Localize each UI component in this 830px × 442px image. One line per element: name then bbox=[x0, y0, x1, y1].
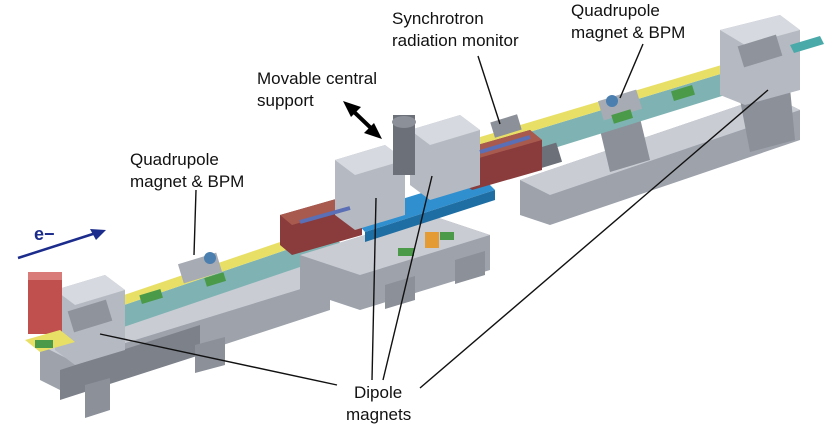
leader-quad-right bbox=[619, 43, 644, 99]
right-quad-pcb-2 bbox=[611, 109, 634, 124]
synchrotron-label-line2: radiation monitor bbox=[392, 31, 519, 50]
synchrotron-label-line1: Synchrotron bbox=[392, 9, 484, 28]
left-girder-foot bbox=[85, 378, 110, 418]
right-beam-port bbox=[790, 36, 824, 53]
central-foot-left bbox=[385, 276, 415, 309]
beam-pipe-left bbox=[299, 206, 351, 224]
left-end-block-top bbox=[55, 275, 125, 305]
central-left-housing-top bbox=[335, 145, 405, 175]
leader-lines bbox=[99, 43, 769, 389]
electron-arrow-shaft bbox=[17, 231, 97, 260]
central-base-top bbox=[300, 215, 490, 275]
left-end-detail bbox=[67, 299, 113, 333]
central-assembly bbox=[280, 115, 542, 310]
quad-left-label-line1: Quadrupole bbox=[130, 150, 219, 169]
leader-dipole-4 bbox=[419, 89, 769, 389]
central-blue-cradle-side bbox=[365, 190, 495, 242]
movable-label-line1: Movable central bbox=[257, 69, 377, 88]
right-quad-pcb bbox=[671, 85, 695, 101]
central-tower-cap bbox=[392, 116, 416, 128]
right-quad-coil bbox=[606, 95, 618, 107]
quad-left-label-line2: magnet & BPM bbox=[130, 172, 244, 191]
left-girder-base-dark bbox=[60, 325, 200, 400]
central-pcb-right bbox=[440, 232, 454, 240]
left-girder-foot-2 bbox=[195, 337, 225, 373]
right-girder-foot-2 bbox=[740, 88, 795, 152]
leader-dipole-1 bbox=[371, 197, 377, 381]
central-right-housing-top bbox=[410, 115, 480, 145]
left-red-stand bbox=[28, 272, 62, 334]
leader-quad-left bbox=[193, 189, 197, 256]
left-girder-plate bbox=[80, 235, 350, 335]
left-girder bbox=[25, 225, 350, 418]
movable-label-line2: support bbox=[257, 91, 314, 110]
central-foot-right bbox=[455, 251, 485, 284]
movable-arrow-head-up bbox=[343, 101, 361, 117]
central-orange-part bbox=[425, 232, 439, 248]
leader-synchrotron bbox=[477, 55, 501, 125]
right-girder bbox=[470, 15, 824, 225]
left-pcb bbox=[35, 340, 53, 348]
central-pcb-left bbox=[398, 248, 414, 256]
leader-dipole-3 bbox=[99, 333, 338, 386]
right-quad-body bbox=[597, 89, 643, 121]
quad-right-label-line1: Quadrupole bbox=[571, 1, 660, 20]
electron-label: e− bbox=[34, 224, 55, 244]
dipole-label-line2: magnets bbox=[346, 405, 411, 424]
dipole-label-line1: Dipole bbox=[354, 383, 402, 402]
right-end-detail bbox=[737, 34, 783, 68]
movable-support-arrow bbox=[343, 101, 382, 139]
electron-arrow-head bbox=[90, 229, 106, 240]
labels: Synchrotron radiation monitor Quadrupole… bbox=[130, 1, 685, 424]
central-tower bbox=[393, 115, 415, 175]
left-red-stand-side bbox=[28, 272, 62, 280]
leader-dipole-2 bbox=[382, 175, 433, 381]
quad-right-label-line2: magnet & BPM bbox=[571, 23, 685, 42]
left-quad-pcb bbox=[139, 288, 163, 304]
right-end-block-top bbox=[720, 15, 800, 45]
electron-direction: e− bbox=[17, 224, 106, 260]
left-quad-pcb-2 bbox=[204, 272, 227, 287]
movable-arrow-head-down bbox=[364, 123, 382, 139]
right-girder-foot bbox=[600, 118, 650, 172]
beam-pipe-right bbox=[479, 135, 531, 154]
left-quad-coil bbox=[204, 252, 216, 264]
right-girder-base-top bbox=[520, 95, 800, 195]
